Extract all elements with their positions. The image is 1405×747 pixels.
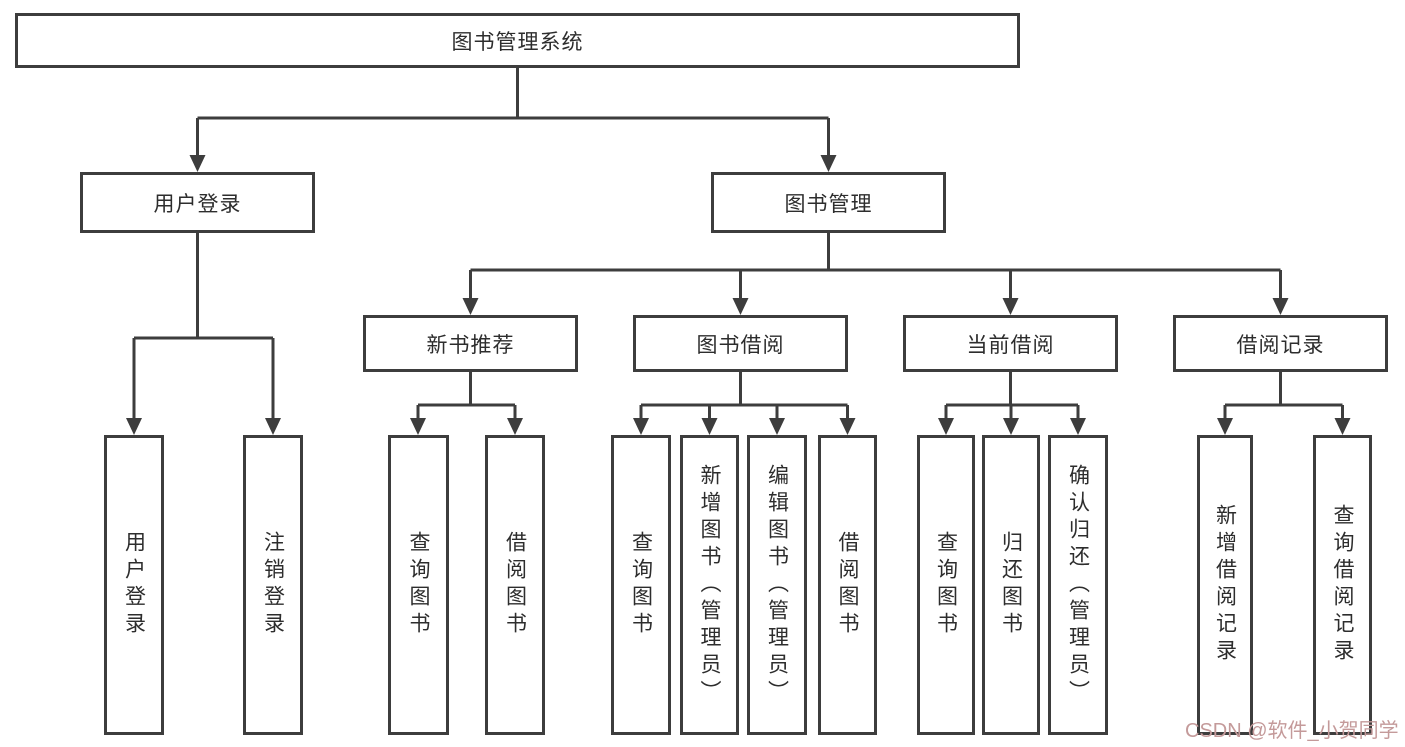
leaf-borrow-books: 借阅图书 bbox=[818, 435, 877, 735]
node-current-borrow: 当前借阅 bbox=[903, 315, 1118, 372]
leaf-confirm-return-admin: 确认归还（管理员） bbox=[1048, 435, 1108, 735]
node-borrow-records: 借阅记录 bbox=[1173, 315, 1388, 372]
leaf-borrow-books-recommend: 借阅图书 bbox=[485, 435, 545, 735]
leaf-logout: 注销登录 bbox=[243, 435, 303, 735]
leaf-query-books-borrow: 查询图书 bbox=[611, 435, 671, 735]
leaf-query-books-current: 查询图书 bbox=[917, 435, 975, 735]
node-book-borrow: 图书借阅 bbox=[633, 315, 848, 372]
leaf-query-books-recommend: 查询图书 bbox=[388, 435, 449, 735]
leaf-add-book-admin: 新增图书（管理员） bbox=[680, 435, 739, 735]
node-library-management-system: 图书管理系统 bbox=[15, 13, 1020, 68]
csdn-watermark: CSDN @软件_小贺同学 bbox=[1185, 720, 1399, 742]
node-new-book-recommend: 新书推荐 bbox=[363, 315, 578, 372]
leaf-return-books: 归还图书 bbox=[982, 435, 1040, 735]
leaf-add-borrow-record: 新增借阅记录 bbox=[1197, 435, 1253, 735]
node-user-login: 用户登录 bbox=[80, 172, 315, 233]
leaf-user-login: 用户登录 bbox=[104, 435, 164, 735]
leaf-edit-book-admin: 编辑图书（管理员） bbox=[747, 435, 807, 735]
leaf-query-borrow-record: 查询借阅记录 bbox=[1313, 435, 1372, 735]
node-book-management: 图书管理 bbox=[711, 172, 946, 233]
